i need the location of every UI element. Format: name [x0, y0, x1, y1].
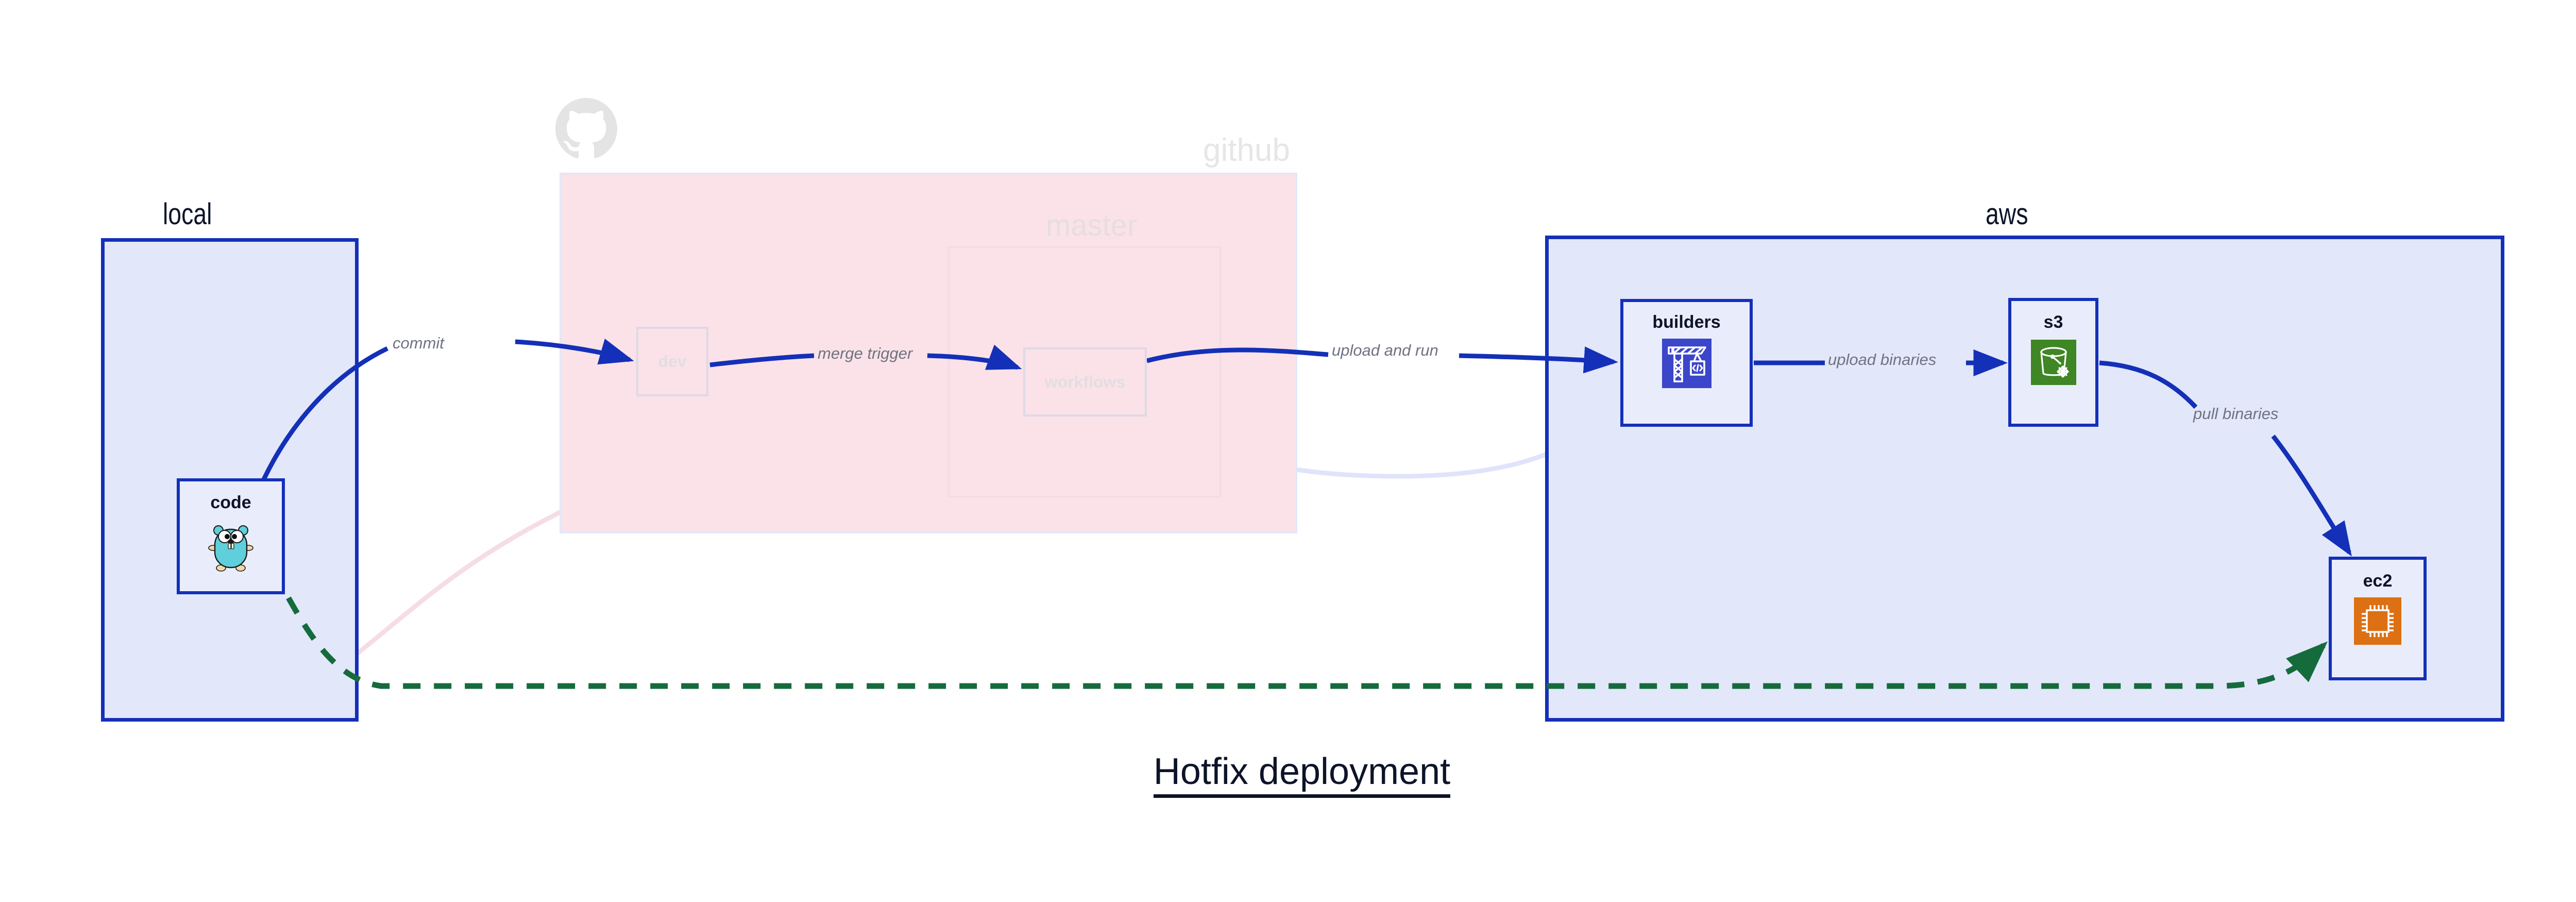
github-logo-icon	[555, 98, 617, 159]
edge-label-upload-binaries: upload binaries	[1828, 350, 1937, 369]
container-label-github: github	[1203, 132, 1290, 168]
edge-workflows-builders-b	[1459, 346, 1618, 374]
edge-label-merge-trigger: merge trigger	[818, 344, 913, 362]
diagram-caption: Hotfix deployment	[0, 750, 2576, 798]
container-label-aws: aws	[1986, 197, 2028, 231]
node-label-builders: builders	[1652, 312, 1721, 332]
edge-label-pull-binaries: pull binaries	[2193, 405, 2279, 423]
edge-label-upload-and-run: upload and run	[1332, 341, 1438, 359]
diagram-caption-text: Hotfix deployment	[1153, 751, 1451, 798]
edge-s3-ec2-a	[2099, 360, 2198, 409]
node-s3[interactable]: s3	[2008, 298, 2098, 427]
node-ec2[interactable]: ec2	[2329, 557, 2427, 680]
go-gopher-icon	[207, 518, 255, 577]
edge-label-commit: commit	[393, 334, 444, 352]
node-code[interactable]: code	[177, 478, 285, 594]
node-workflows[interactable]: workflows	[1023, 347, 1147, 416]
node-label-ec2: ec2	[2363, 571, 2393, 591]
edge-dev-workflows-a	[709, 353, 815, 368]
node-label-code: code	[210, 493, 251, 512]
crane-code-icon	[1662, 339, 1711, 391]
edge-code-ec2-dashed	[286, 596, 2328, 689]
node-builders[interactable]: builders	[1620, 299, 1753, 427]
s3-glacier-bucket-icon	[2030, 340, 2076, 388]
container-label-local: local	[163, 197, 212, 231]
cpu-chip-icon	[2354, 597, 2401, 647]
container-master	[948, 246, 1221, 497]
node-dev[interactable]: dev	[636, 327, 708, 396]
edge-code-dev-a	[261, 346, 388, 480]
edge-s3-ec2-b	[2271, 435, 2352, 557]
node-label-dev: dev	[658, 352, 687, 371]
container-label-master: master	[1046, 209, 1138, 242]
node-label-workflows: workflows	[1044, 372, 1126, 391]
node-label-s3: s3	[2043, 312, 2063, 332]
edge-dev-workflows-b	[927, 344, 1022, 370]
edge-code-dev-b	[515, 338, 634, 365]
edge-workflows-builders-a	[1146, 347, 1329, 363]
